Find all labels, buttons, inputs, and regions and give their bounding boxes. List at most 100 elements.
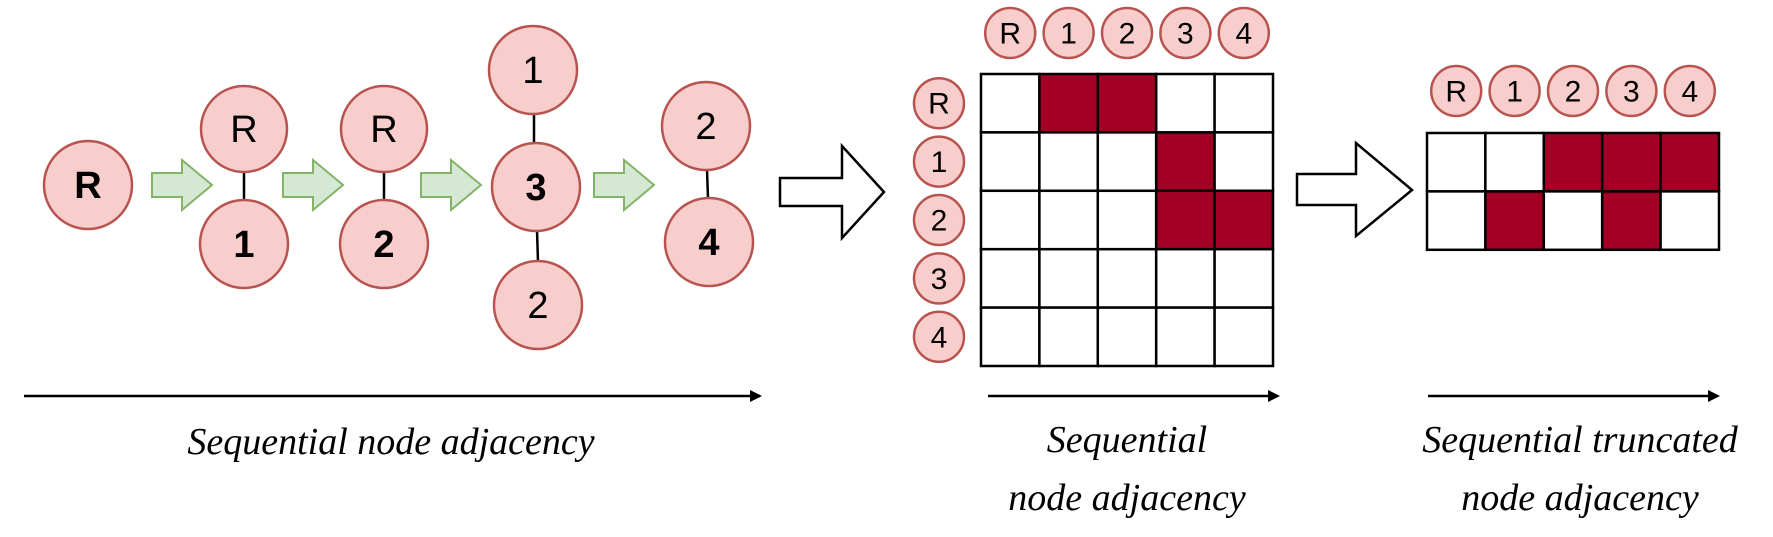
truncated-column-header: R [1429, 64, 1483, 118]
matrix-row-header-label: 1 [931, 146, 948, 179]
truncated-column-header: 3 [1605, 64, 1658, 118]
step-arrow-icon [282, 157, 345, 213]
matrix-empty-cell [1213, 247, 1275, 309]
step-arrow-icon [593, 157, 656, 213]
matrix-column-header-label: 1 [1060, 18, 1077, 51]
truncated-caption-line1: Sequential truncated [1422, 419, 1739, 461]
matrix-empty-cell [1154, 72, 1216, 134]
truncated-column-header: 2 [1546, 64, 1600, 118]
truncated-column-header-label: 1 [1506, 76, 1523, 109]
root-node: R [42, 139, 134, 231]
sequence-caption: Sequential node adjacency [187, 421, 594, 463]
truncated-column-headers: R 1 2 3 4 [1429, 64, 1717, 118]
matrix-empty-cell [979, 131, 1041, 193]
matrix-column-header: 4 [1217, 6, 1271, 60]
matrix-empty-cell [1096, 306, 1158, 368]
matrix-column-header-label: R [999, 18, 1021, 51]
step-3-bottom-node: 2 [527, 285, 548, 327]
matrix-row-header: 2 [912, 193, 966, 247]
step-1-top-node: R [230, 109, 257, 151]
transform-arrow-icon [1295, 140, 1414, 239]
matrix-empty-cell [1038, 306, 1100, 368]
root-node-label: R [74, 165, 101, 207]
truncated-filled-cell [1600, 131, 1662, 193]
matrix-filled-cell [1154, 131, 1216, 193]
matrix-column-headers: R 1 2 3 4 [983, 6, 1271, 60]
truncated-caption-line2: node adjacency [1461, 477, 1699, 519]
matrix-column-header: R [983, 6, 1037, 60]
matrix-filled-cell [1096, 72, 1158, 134]
matrix-column-header-label: 2 [1119, 18, 1136, 51]
truncated-column-header: 1 [1488, 64, 1541, 118]
step-arrow-icon [420, 157, 483, 213]
step-3-center-node: 3 [525, 167, 546, 209]
truncated-column-header: 4 [1663, 64, 1717, 118]
transform-arrow-icon [778, 142, 886, 242]
matrix-column-header-label: 4 [1235, 18, 1252, 51]
matrix-empty-cell [1096, 131, 1158, 193]
matrix-row-header: 4 [912, 310, 966, 364]
matrix-empty-cell [1038, 131, 1100, 193]
truncated-filled-cell [1484, 190, 1546, 252]
truncated-column-header-label: 2 [1565, 76, 1582, 109]
truncated-empty-cell [1659, 190, 1721, 252]
truncated-filled-cell [1659, 131, 1721, 193]
truncated-adjacency-grid [1425, 131, 1721, 252]
matrix-empty-cell [1154, 247, 1216, 309]
truncated-empty-cell [1542, 190, 1604, 252]
step-4-bottom-node: 4 [698, 222, 719, 264]
matrix-empty-cell [1213, 306, 1275, 368]
sequence-section: R R 1 R 2 1 3 [24, 24, 762, 463]
matrix-column-header-label: 3 [1177, 18, 1194, 51]
step-3-graph: 1 3 2 [487, 24, 584, 351]
matrix-empty-cell [1096, 189, 1158, 251]
truncated-filled-cell [1600, 190, 1662, 252]
matrix-empty-cell [1213, 131, 1275, 193]
step-2-top-node: R [370, 109, 397, 151]
truncated-empty-cell [1484, 131, 1546, 193]
matrix-row-header-label: 2 [931, 205, 948, 238]
step-3-top-node: 1 [522, 50, 543, 92]
adjacency-matrix-grid [979, 72, 1275, 368]
step-2-bottom-node: 2 [373, 224, 394, 266]
truncated-column-header-label: 3 [1623, 76, 1640, 109]
matrix-row-headers: R 1 2 3 4 [912, 76, 966, 364]
matrix-empty-cell [979, 247, 1041, 309]
step-arrow-icon [151, 157, 214, 213]
truncated-empty-cell [1425, 131, 1487, 193]
adjacency-matrix-section: R 1 2 3 4 R 1 2 3 4 Sequential node adjacency [912, 6, 1280, 519]
truncated-column-header-label: 4 [1681, 76, 1698, 109]
step-2-graph: R 2 [338, 84, 430, 290]
step-4-top-node: 2 [695, 106, 716, 148]
matrix-empty-cell [979, 189, 1041, 251]
matrix-row-header-label: R [928, 88, 950, 121]
matrix-caption-line2: node adjacency [1008, 477, 1246, 519]
matrix-column-header: 3 [1159, 6, 1212, 60]
matrix-caption-line1: Sequential [1047, 419, 1207, 461]
matrix-empty-cell [979, 72, 1041, 134]
matrix-row-header: 1 [912, 135, 966, 188]
matrix-row-header: R [912, 76, 966, 130]
matrix-filled-cell [1038, 72, 1100, 134]
matrix-row-header-label: 4 [931, 321, 948, 354]
matrix-empty-cell [1213, 72, 1275, 134]
truncated-column-header-label: R [1445, 76, 1467, 109]
truncated-filled-cell [1542, 131, 1604, 193]
truncated-adjacency-section: R 1 2 3 4 Sequential truncated node adjacenc… [1422, 64, 1739, 519]
step-1-graph: R 1 [198, 84, 290, 290]
step-1-bottom-node: 1 [233, 224, 254, 266]
matrix-empty-cell [1038, 247, 1100, 309]
matrix-empty-cell [979, 306, 1041, 368]
matrix-row-header: 3 [912, 252, 966, 305]
step-4-graph: 2 4 [660, 80, 755, 288]
matrix-empty-cell [1038, 189, 1100, 251]
matrix-column-header: 2 [1100, 6, 1154, 60]
matrix-column-header: 1 [1042, 6, 1095, 60]
matrix-row-header-label: 3 [931, 263, 948, 296]
matrix-empty-cell [1096, 247, 1158, 309]
truncated-empty-cell [1425, 190, 1487, 252]
matrix-filled-cell [1154, 189, 1216, 251]
matrix-empty-cell [1154, 306, 1216, 368]
matrix-filled-cell [1213, 189, 1275, 251]
